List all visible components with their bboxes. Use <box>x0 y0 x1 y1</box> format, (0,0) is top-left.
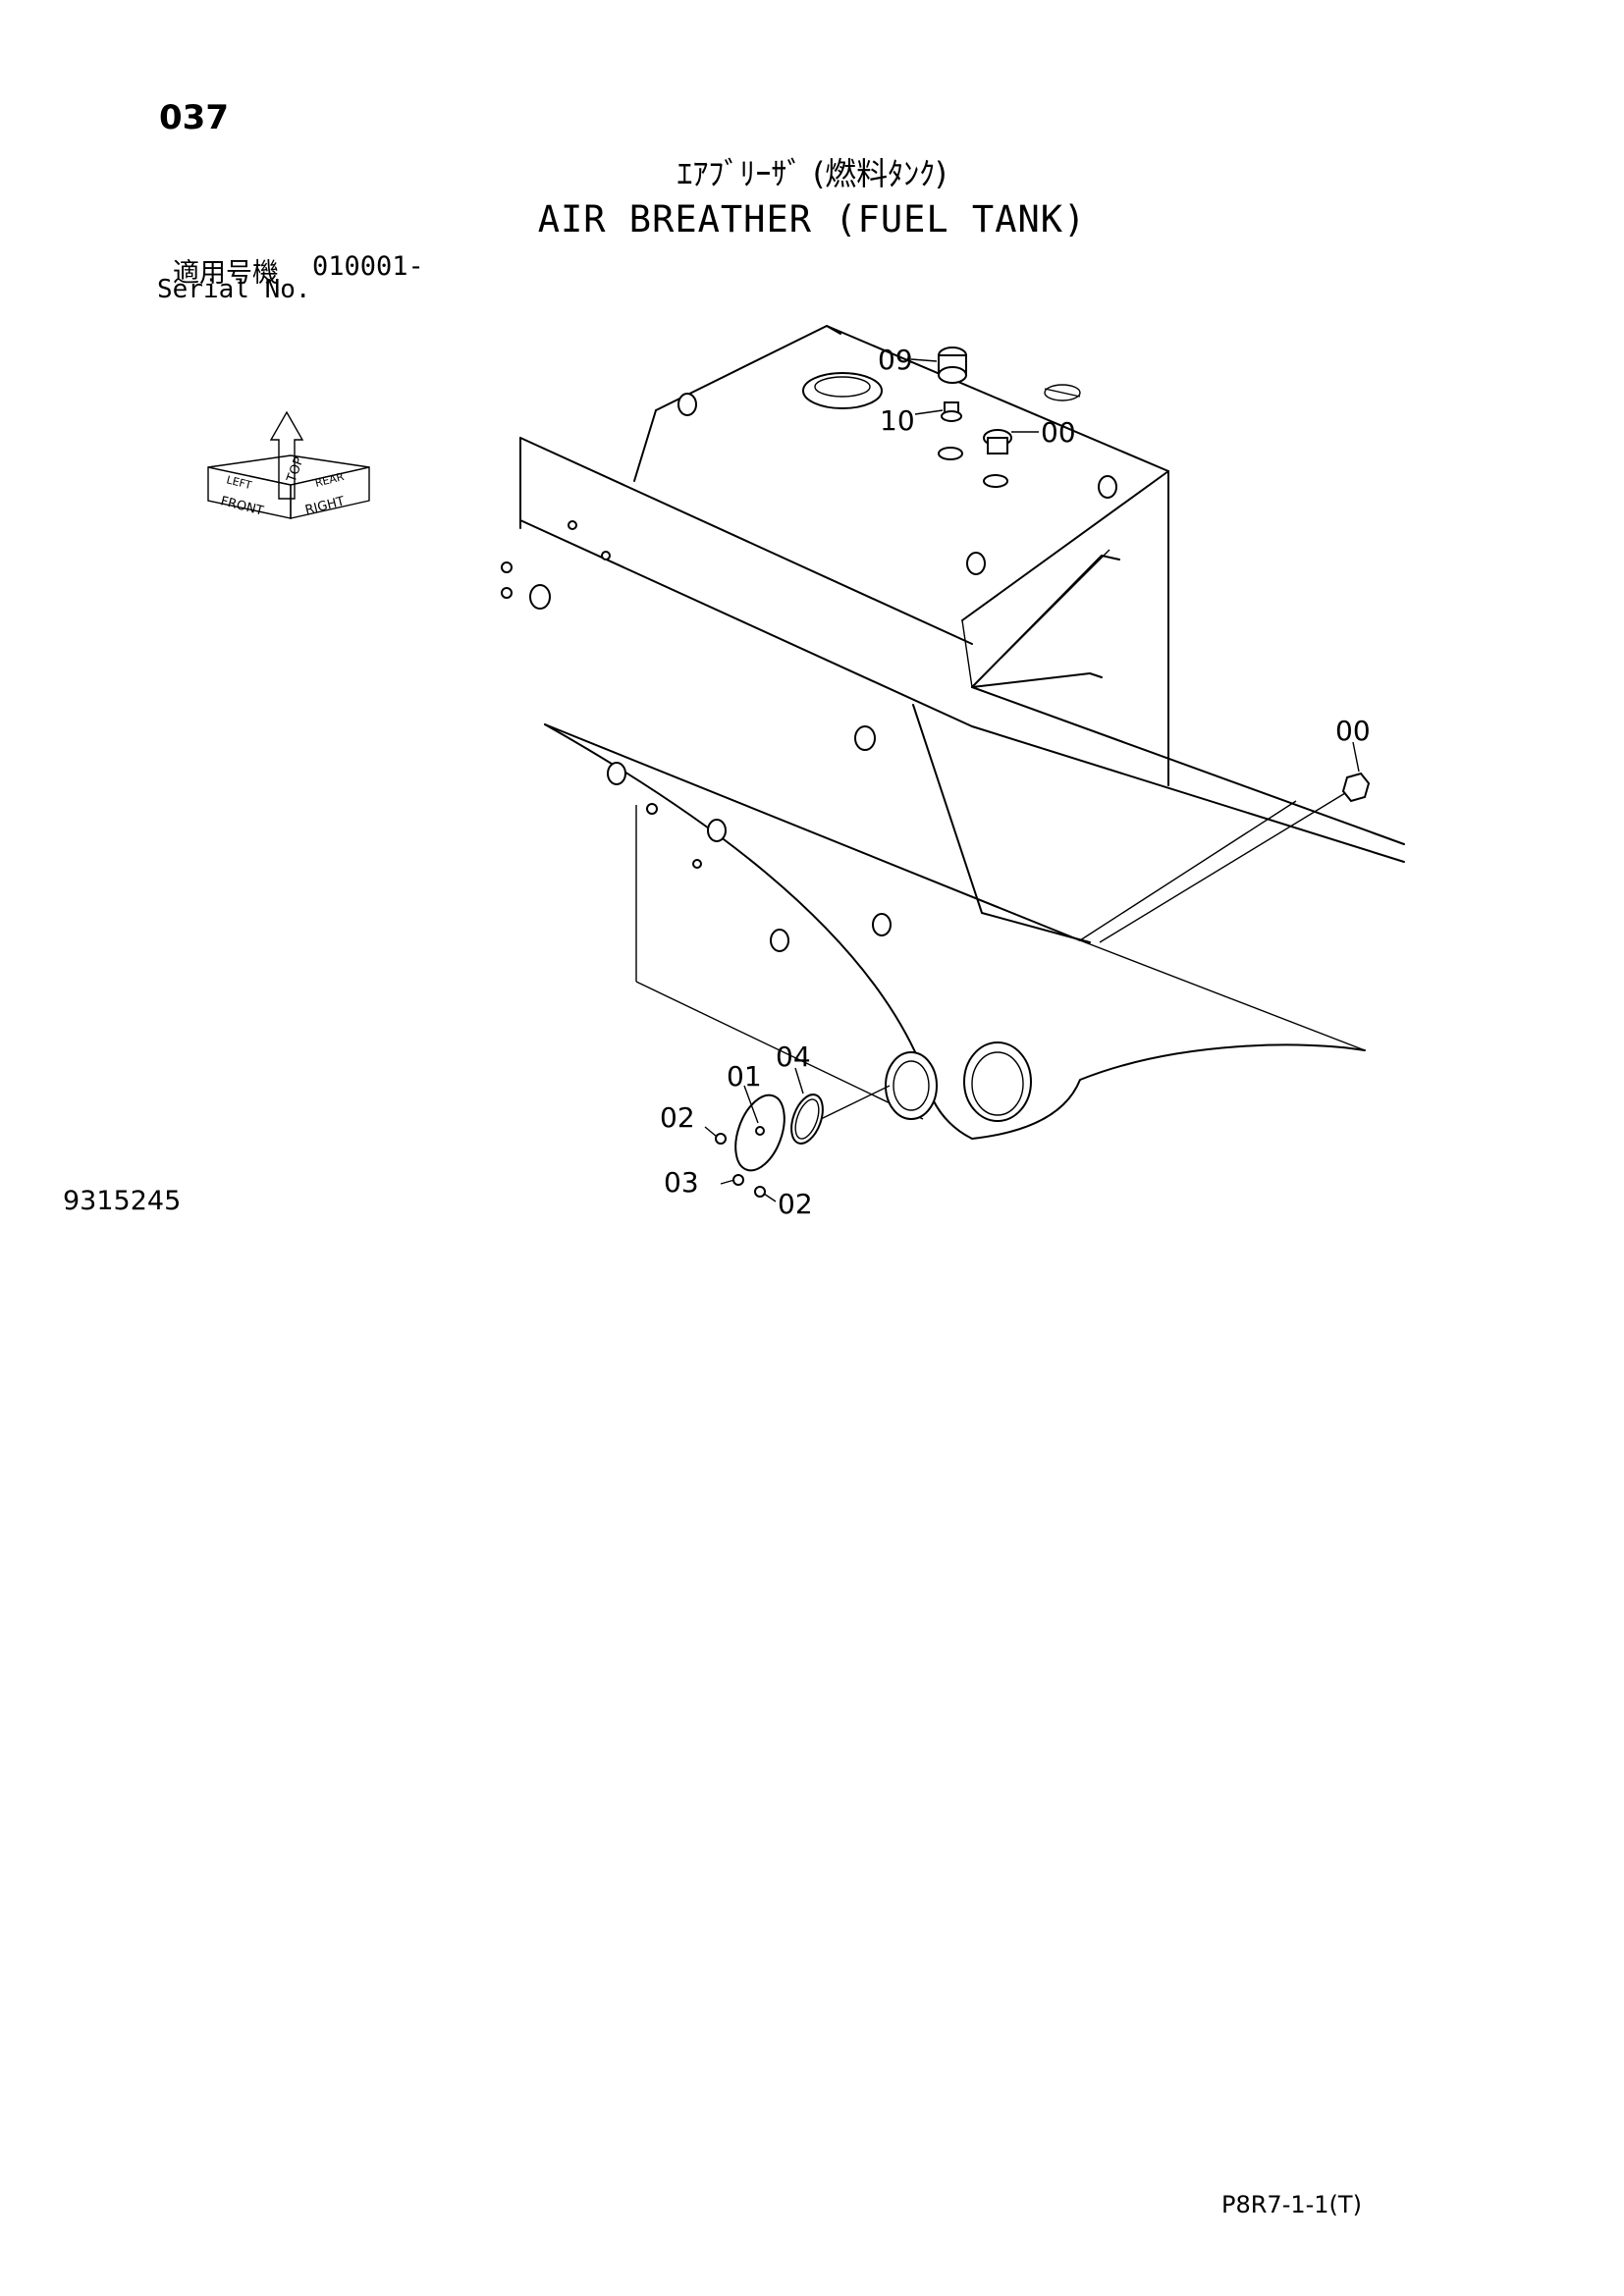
fuel-tank-drawing <box>501 325 1405 1140</box>
parts-diagram: TOP FRONT RIGHT LEFT REAR <box>207 325 1405 1220</box>
callout-04: 04 <box>776 1041 811 1073</box>
callout-00-top: 00 <box>1041 416 1076 449</box>
orientation-label-left: LEFT <box>225 473 253 492</box>
callout-00-side: 00 <box>1335 715 1371 747</box>
orientation-label-front: FRONT <box>219 494 265 518</box>
serial-label-japanese: 適用号機 <box>173 258 279 289</box>
orientation-arrow-icon: TOP FRONT RIGHT LEFT REAR <box>207 410 370 519</box>
callout-03: 03 <box>664 1166 699 1199</box>
page-title: AIR BREATHER (FUEL TANK) <box>537 198 1087 240</box>
page-number: 037 <box>159 98 229 137</box>
callout-01: 01 <box>727 1060 762 1093</box>
orientation-label-top: TOP <box>284 455 306 486</box>
cover-plate-assembly <box>715 1085 891 1198</box>
page-title-japanese: ｴｱﾌﾞﾘｰｻﾞ (燃料ﾀﾝｸ) <box>677 155 947 192</box>
serial-number-range: 010001- <box>312 251 424 282</box>
page-reference: P8R7-1-1(T) <box>1221 2191 1362 2218</box>
serial-label: Serial No. <box>157 275 311 304</box>
callout-02-upper: 02 <box>660 1101 695 1134</box>
callout-02-lower: 02 <box>778 1188 813 1220</box>
orientation-label-right: RIGHT <box>303 494 346 517</box>
drawing-number: 9315245 <box>63 1186 182 1216</box>
callout-leaders <box>704 358 1360 1202</box>
callout-09: 09 <box>878 344 913 376</box>
callout-10: 10 <box>880 404 915 437</box>
orientation-label-rear: REAR <box>314 470 346 490</box>
